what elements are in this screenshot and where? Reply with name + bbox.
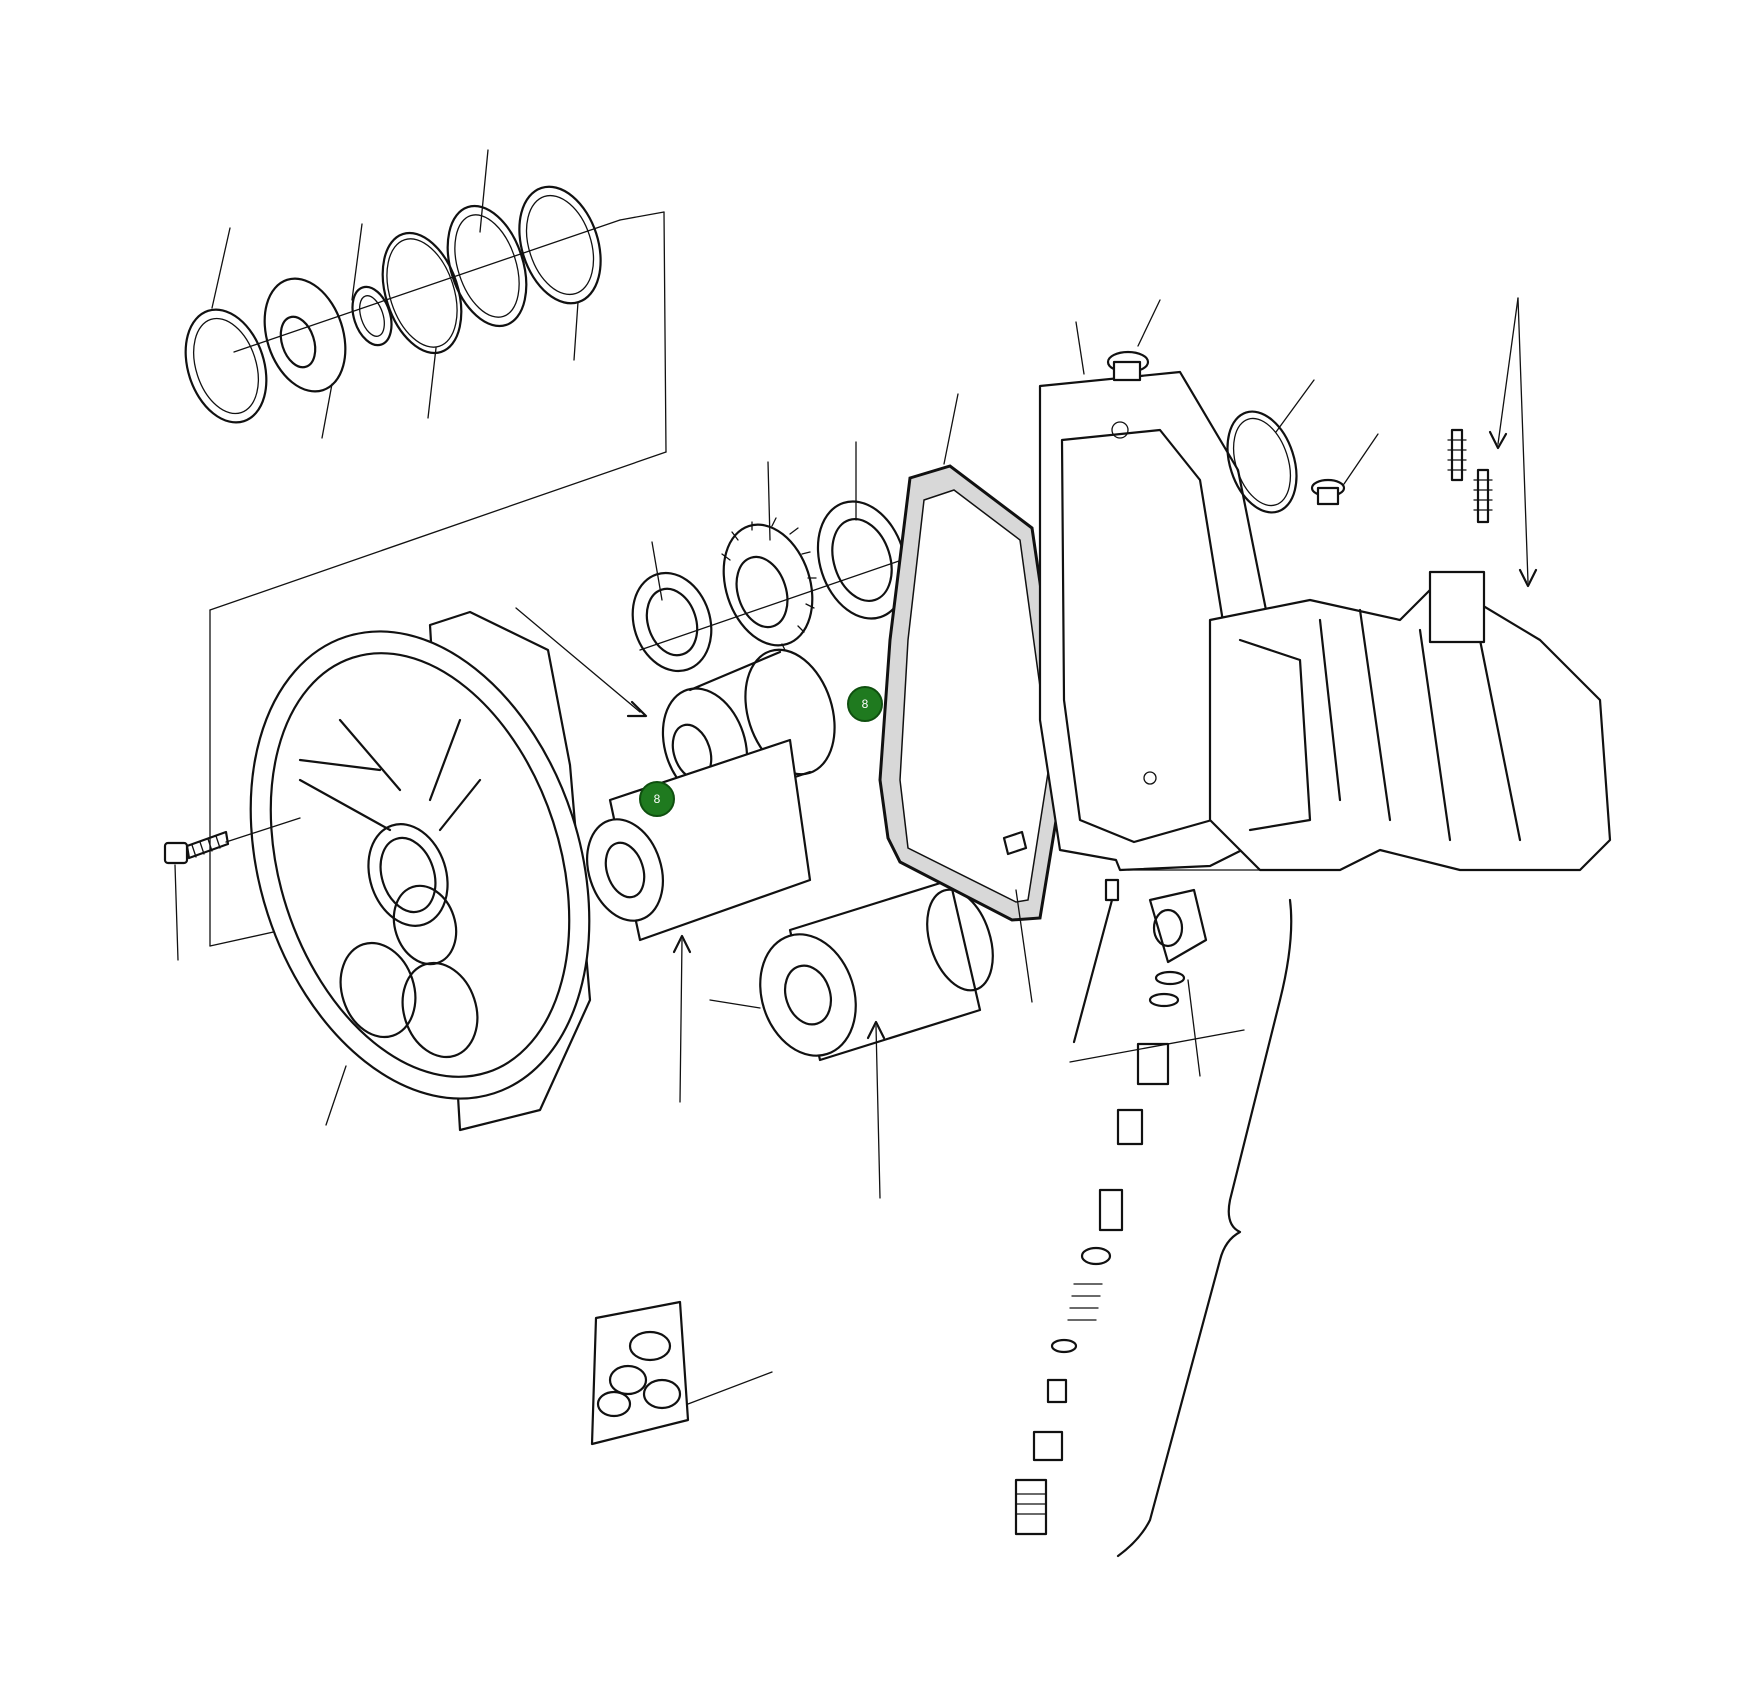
- plug-right[interactable]: [1310, 478, 1346, 506]
- push-rod[interactable]: [1072, 878, 1120, 1044]
- bolt[interactable]: [163, 830, 230, 865]
- bearing-small[interactable]: [620, 563, 723, 682]
- o-ring-cover[interactable]: [1215, 403, 1308, 522]
- hotspot-marker[interactable]: 8: [639, 781, 675, 817]
- clutch-pack[interactable]: [745, 878, 1005, 1068]
- callout-seal-kit: [687, 1371, 773, 1405]
- bearing-large[interactable]: [804, 490, 921, 630]
- plug-top[interactable]: [1106, 350, 1150, 382]
- dowel-pin[interactable]: [1002, 830, 1028, 856]
- callout-housing: [325, 1065, 347, 1126]
- bearing-carrier[interactable]: [251, 268, 359, 402]
- axis-line-1: [225, 817, 301, 843]
- callout-leaders-cover: [1075, 299, 1379, 485]
- seal-kit-bag[interactable]: [590, 1300, 690, 1446]
- callout-gasket: [943, 393, 959, 465]
- snap-ring-left[interactable]: [172, 299, 280, 433]
- callout-arrows-right: [1127, 297, 1538, 871]
- axis-line-valve: [1069, 1029, 1245, 1063]
- callout-dowel: [1015, 889, 1033, 1003]
- hotspot-marker[interactable]: 8: [847, 686, 883, 722]
- bracket-brace: [1116, 898, 1293, 1558]
- callout-bolt: [174, 864, 179, 961]
- valve-stem-right[interactable]: [1473, 468, 1493, 524]
- spur-gear-top[interactable]: [709, 513, 827, 657]
- o-ring-top[interactable]: [369, 223, 476, 363]
- shaft-with-gears[interactable]: [649, 638, 850, 812]
- callout-leaders-top: [209, 149, 667, 947]
- snap-ring-right[interactable]: [505, 176, 614, 314]
- callout-arrows-centre: [515, 607, 886, 1199]
- gasket[interactable]: [878, 464, 1068, 922]
- flywheel-housing[interactable]: [194, 587, 647, 1142]
- transmission-assembly[interactable]: [1208, 570, 1612, 872]
- callout-valve-body: [1187, 979, 1201, 1077]
- valve-components[interactable]: [1014, 970, 1186, 1536]
- valve-body[interactable]: [1148, 888, 1208, 964]
- valve-stem-left[interactable]: [1447, 428, 1467, 482]
